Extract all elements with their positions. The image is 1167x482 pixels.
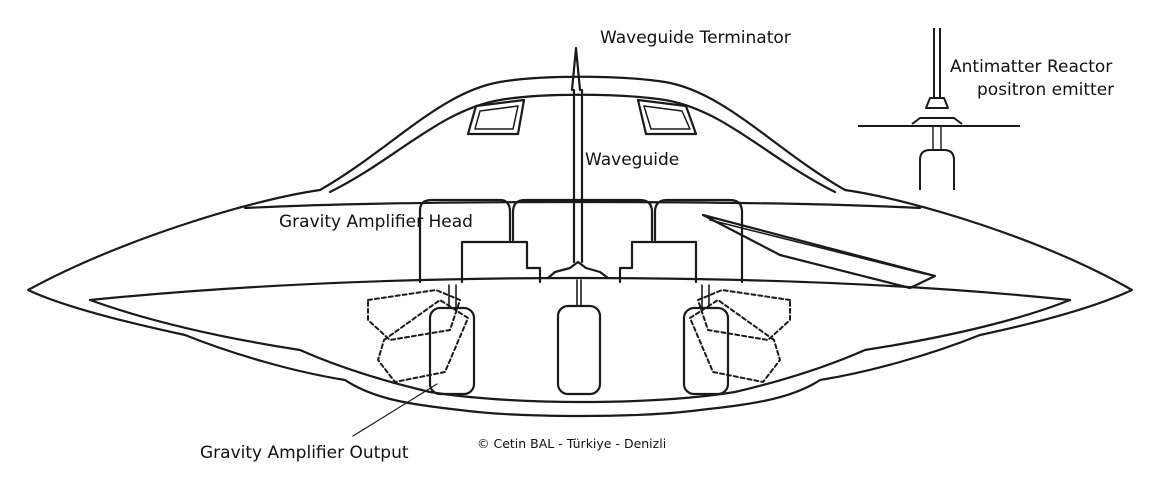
- chamber-center: [556, 304, 602, 396]
- rim-ring-lower: [88, 298, 1072, 404]
- label-antimatter-reactor: Antimatter Reactor: [950, 57, 1113, 77]
- label-gravity-amplifier-head: Gravity Amplifier Head: [279, 212, 473, 232]
- emitter-base: [546, 260, 610, 280]
- label-waveguide-terminator: Waveguide Terminator: [600, 28, 791, 48]
- bay-left: [418, 198, 512, 284]
- label-waveguide: Waveguide: [585, 150, 680, 170]
- bay-right: [653, 198, 744, 284]
- label-gravity-amplifier-output: Gravity Amplifier Output: [200, 443, 409, 463]
- outer-hull: [26, 75, 1134, 418]
- side-panel: [701, 213, 937, 290]
- amp-head-left: [460, 240, 542, 284]
- deck-line: [243, 200, 922, 210]
- window-right: [636, 98, 698, 136]
- waveguide-mast: [570, 46, 582, 92]
- output-leader-line: [352, 383, 438, 437]
- inset-mast: [933, 28, 941, 98]
- inset-detail: [858, 28, 1020, 190]
- amp-head-right: [618, 240, 698, 284]
- dome-inner-line: [328, 93, 837, 194]
- rim-ring-upper: [88, 276, 1072, 302]
- copyright-notice: © Cetin BAL - Türkiye - Denizli: [477, 436, 667, 451]
- window-left: [466, 98, 526, 136]
- label-positron-emitter: positron emitter: [977, 80, 1115, 100]
